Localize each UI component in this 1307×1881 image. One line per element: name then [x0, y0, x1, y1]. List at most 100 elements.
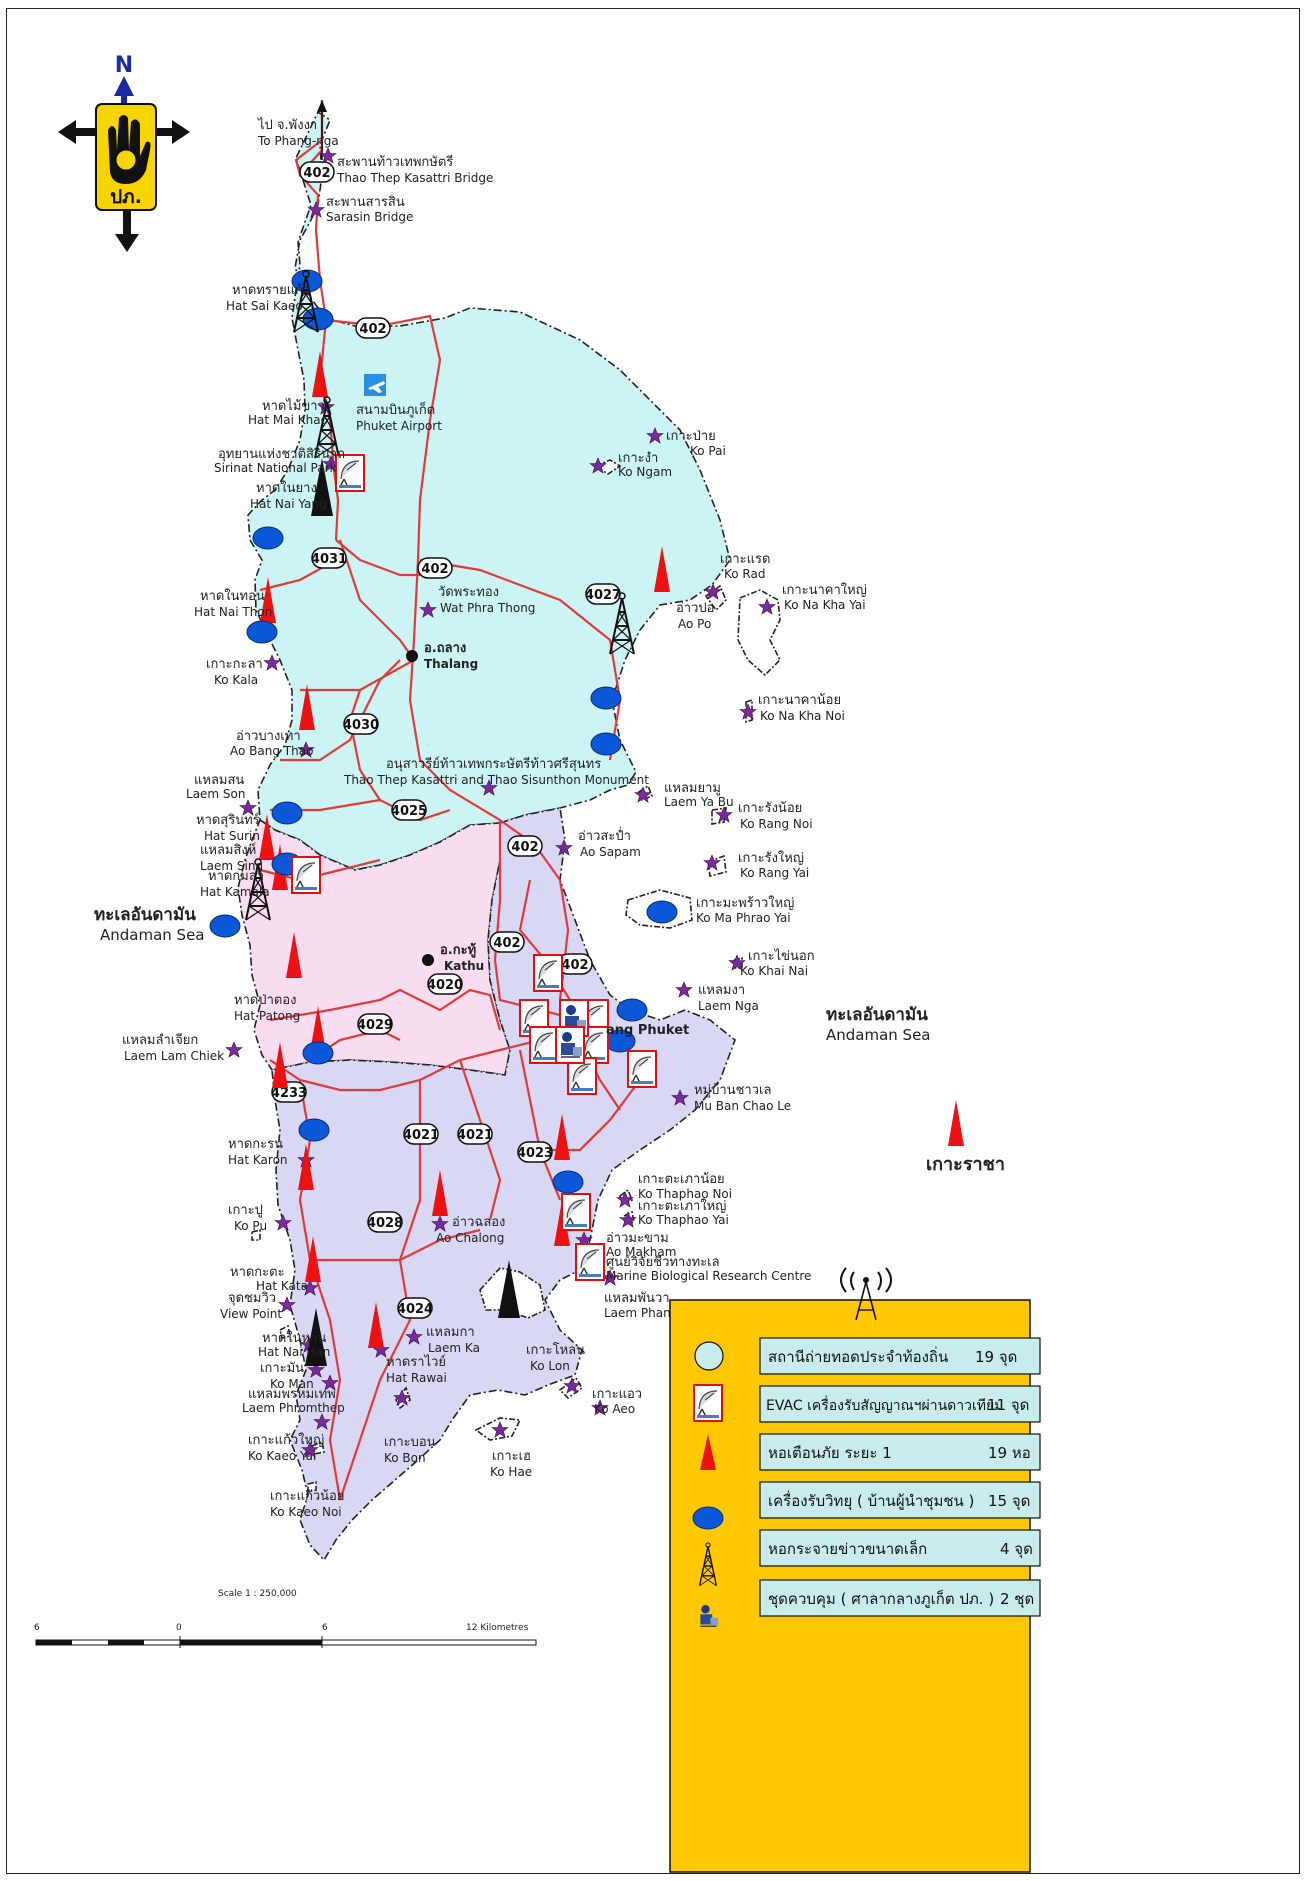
svg-text:Ao Sapam: Ao Sapam	[580, 845, 641, 859]
road-badge-4027: 4027	[585, 583, 621, 605]
svg-text:เกาะแรด: เกาะแรด	[720, 552, 770, 567]
road-badge-4029: 4029	[357, 1013, 393, 1035]
svg-text:หาดสุรินทร์: หาดสุรินทร์	[196, 812, 260, 828]
svg-text:Ko Rad: Ko Rad	[724, 567, 765, 581]
svg-text:4024: 4024	[397, 1302, 433, 1317]
svg-text:19 จุด: 19 จุด	[975, 1348, 1017, 1367]
svg-text:Phuket Airport: Phuket Airport	[356, 419, 442, 433]
svg-text:12 Kilometres: 12 Kilometres	[466, 1623, 529, 1633]
svg-text:หอเตือนภัย ระยะ 1: หอเตือนภัย ระยะ 1	[768, 1444, 892, 1462]
svg-text:Hat Nai Yang: Hat Nai Yang	[250, 497, 327, 511]
svg-text:Laem Lam Chiek: Laem Lam Chiek	[124, 1049, 224, 1063]
svg-text:เกาะป่าย: เกาะป่าย	[666, 429, 716, 444]
svg-text:หอกระจายข่าวขนาดเล็ก: หอกระจายข่าวขนาดเล็ก	[768, 1539, 927, 1558]
svg-text:หาดทรายแก้ว: หาดทรายแก้ว	[232, 283, 310, 298]
svg-text:19 หอ: 19 หอ	[988, 1444, 1031, 1462]
satellite-dish-icon	[693, 1384, 723, 1422]
svg-text:แหลมลำเจียก: แหลมลำเจียก	[122, 1032, 198, 1048]
svg-text:ชุดควบคุม ( ศาลากลางภูเก็ต ปภ.: ชุดควบคุม ( ศาลากลางภูเก็ต ปภ. )	[768, 1589, 994, 1609]
west-sea-english: Andaman Sea	[100, 926, 205, 944]
svg-text:4029: 4029	[357, 1018, 393, 1033]
airport-icon	[364, 374, 386, 396]
svg-text:402: 402	[303, 166, 330, 181]
svg-text:4021: 4021	[457, 1128, 493, 1143]
road-badge-402-kathu: 402	[489, 931, 525, 953]
legend-row-warning-tower: หอเตือนภัย ระยะ 1 19 หอ	[759, 1433, 1041, 1471]
svg-text:4027: 4027	[585, 588, 621, 603]
svg-text:เกาะรังน้อย: เกาะรังน้อย	[738, 801, 802, 816]
radio-receiver-icon	[692, 1506, 724, 1530]
svg-text:Ao Chalong: Ao Chalong	[436, 1231, 504, 1245]
svg-text:Ko Kala: Ko Kala	[214, 673, 258, 687]
circle-outline-icon	[694, 1341, 724, 1371]
svg-text:Ko Thaphao Noi: Ko Thaphao Noi	[638, 1187, 732, 1201]
svg-text:Ko Na Kha Yai: Ko Na Kha Yai	[784, 598, 866, 612]
road-badge-4233: 4233	[271, 1081, 307, 1103]
road-badges: 402 402 4031 402 4027 4030 4025 402 402 …	[271, 161, 621, 1319]
svg-text:Laem Son: Laem Son	[186, 787, 246, 801]
legend-row-radio: เครื่องรับวิทยุ ( บ้านผู้นำชุมชน ) 15 จุ…	[759, 1481, 1041, 1519]
svg-text:Thao Thep Kasattri Bridge: Thao Thep Kasattri Bridge	[336, 171, 493, 185]
svg-text:Laem Ya Bu: Laem Ya Bu	[664, 795, 734, 809]
svg-text:Ko Thaphao Yai: Ko Thaphao Yai	[638, 1213, 729, 1227]
svg-text:Hat Karon: Hat Karon	[228, 1153, 288, 1167]
svg-text:4025: 4025	[391, 804, 427, 819]
svg-text:เกาะไข่นอก: เกาะไข่นอก	[748, 948, 815, 964]
svg-text:Ko Rang Noi: Ko Rang Noi	[740, 817, 813, 831]
svg-text:Ko Kaeo Yai: Ko Kaeo Yai	[248, 1449, 316, 1463]
svg-text:หาดไม้ขาว: หาดไม้ขาว	[262, 398, 325, 414]
svg-text:อ่าวมะขาม: อ่าวมะขาม	[606, 1231, 669, 1246]
west-arrow-icon	[58, 120, 76, 144]
svg-text:Hat Nai Han: Hat Nai Han	[258, 1345, 330, 1359]
east-sea-english: Andaman Sea	[826, 1026, 931, 1044]
svg-text:แหลมกา: แหลมกา	[426, 1325, 475, 1340]
svg-text:Hat Patong: Hat Patong	[234, 1009, 300, 1023]
svg-text:Ko Lon: Ko Lon	[530, 1359, 570, 1373]
road-badge-4020: 4020	[427, 973, 463, 995]
svg-text:เกาะแก้วน้อย: เกาะแก้วน้อย	[270, 1489, 344, 1504]
svg-text:Kathu: Kathu	[444, 959, 484, 973]
svg-text:Ko Pu: Ko Pu	[234, 1219, 267, 1233]
svg-text:0: 0	[176, 1623, 182, 1633]
svg-text:4021: 4021	[403, 1128, 439, 1143]
road-badge-402-airport: 402	[355, 317, 391, 339]
legend: สถานีถ่ายทอดประจำท้องถิ่น 19 จุด EVAC เค…	[669, 1267, 1041, 1873]
svg-text:แหลมสน: แหลมสน	[194, 773, 244, 788]
svg-text:Sirinat National Park: Sirinat National Park	[214, 461, 337, 475]
legend-row-broadcast: หอกระจายข่าวขนาดเล็ก 4 จุด	[759, 1529, 1041, 1567]
svg-text:แหลมสิงห์: แหลมสิงห์	[200, 842, 256, 858]
svg-text:Hat Mai Khao: Hat Mai Khao	[248, 413, 328, 427]
road-badge-4024: 4024	[397, 1297, 433, 1319]
svg-text:EVAC เครื่องรับสัญญาณฯผ่านดาวเ: EVAC เครื่องรับสัญญาณฯผ่านดาวเทียม	[766, 1396, 1003, 1414]
road-badge-4025: 4025	[391, 799, 427, 821]
north-arrow-icon	[114, 76, 134, 96]
svg-text:เกาะโหลน: เกาะโหลน	[526, 1342, 585, 1358]
legend-row-evac: EVAC เครื่องรับสัญญาณฯผ่านดาวเทียม 11 จุ…	[759, 1385, 1041, 1423]
svg-text:402: 402	[511, 840, 538, 855]
scale-bar: Scale 1 : 250,000 6 0 6 12 Kilometres	[34, 1589, 537, 1648]
road-arrow-icon	[317, 100, 327, 112]
south-arrow-icon	[115, 234, 139, 252]
svg-text:ศูนย์วิจัยชีวทางทะเล: ศูนย์วิจัยชีวทางทะเล	[606, 1254, 720, 1270]
svg-text:เกาะนาคาน้อย: เกาะนาคาน้อย	[758, 693, 841, 708]
svg-text:Hat Kata: Hat Kata	[256, 1279, 308, 1293]
svg-text:อนุสาวรีย์ท้าวเทพกระษัตรีท้าวศ: อนุสาวรีย์ท้าวเทพกระษัตรีท้าวศรีสุนทร	[386, 756, 601, 772]
svg-text:Ko Rang Yai: Ko Rang Yai	[740, 866, 809, 880]
svg-text:ไป จ.พังงา: ไป จ.พังงา	[257, 117, 317, 133]
east-arrow-icon	[172, 120, 190, 144]
svg-text:Thalang: Thalang	[424, 657, 478, 671]
north-letter: N	[115, 53, 133, 78]
svg-text:Laem Phanwa: Laem Phanwa	[604, 1306, 688, 1320]
svg-text:เกาะบอน: เกาะบอน	[384, 1435, 436, 1450]
svg-text:หาดกมลา: หาดกมลา	[208, 869, 264, 884]
svg-text:Ko Pai: Ko Pai	[690, 444, 726, 458]
svg-text:402: 402	[493, 936, 520, 951]
svg-text:Laem Nga: Laem Nga	[698, 999, 759, 1013]
svg-text:วัดพระทอง: วัดพระทอง	[438, 585, 499, 600]
legend-row-local-station: สถานีถ่ายทอดประจำท้องถิ่น 19 จุด	[759, 1337, 1041, 1375]
svg-text:Ko Aeo: Ko Aeo	[594, 1402, 635, 1416]
svg-text:เกาะรังใหญ่: เกาะรังใหญ่	[738, 850, 804, 866]
road-badge-4021-east: 4021	[457, 1123, 493, 1145]
svg-text:ang Phuket: ang Phuket	[606, 1023, 689, 1038]
